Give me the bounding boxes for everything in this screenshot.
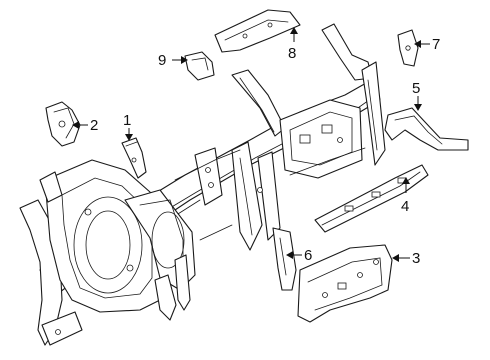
part-8-brace [214,9,301,53]
svg-text:8: 8 [288,45,296,62]
part-3-bracket [297,244,393,323]
part-4-rail [314,164,429,233]
callout-5: 5 [412,80,422,111]
callout-9: 9 [158,52,188,69]
part-9-clip [184,51,215,81]
part-1-bracket [121,137,147,179]
svg-text:4: 4 [401,198,409,215]
svg-text:3: 3 [412,250,420,267]
svg-text:5: 5 [412,80,420,97]
part-6-bracket [272,227,297,291]
svg-text:6: 6 [304,247,312,264]
part-7-bracket [397,29,419,67]
callout-2: 2 [72,117,98,134]
callout-8: 8 [288,27,298,62]
part-2-bracket [45,101,81,147]
part-5-bracket [384,107,469,151]
svg-text:9: 9 [158,52,166,69]
svg-text:7: 7 [432,36,440,53]
callout-4: 4 [401,177,410,215]
svg-text:2: 2 [90,117,98,134]
main-frame-assembly [19,23,386,346]
callout-1: 1 [123,112,133,141]
svg-text:1: 1 [123,112,131,129]
callout-3: 3 [392,250,420,267]
callout-6: 6 [286,247,312,264]
callout-7: 7 [414,36,440,53]
